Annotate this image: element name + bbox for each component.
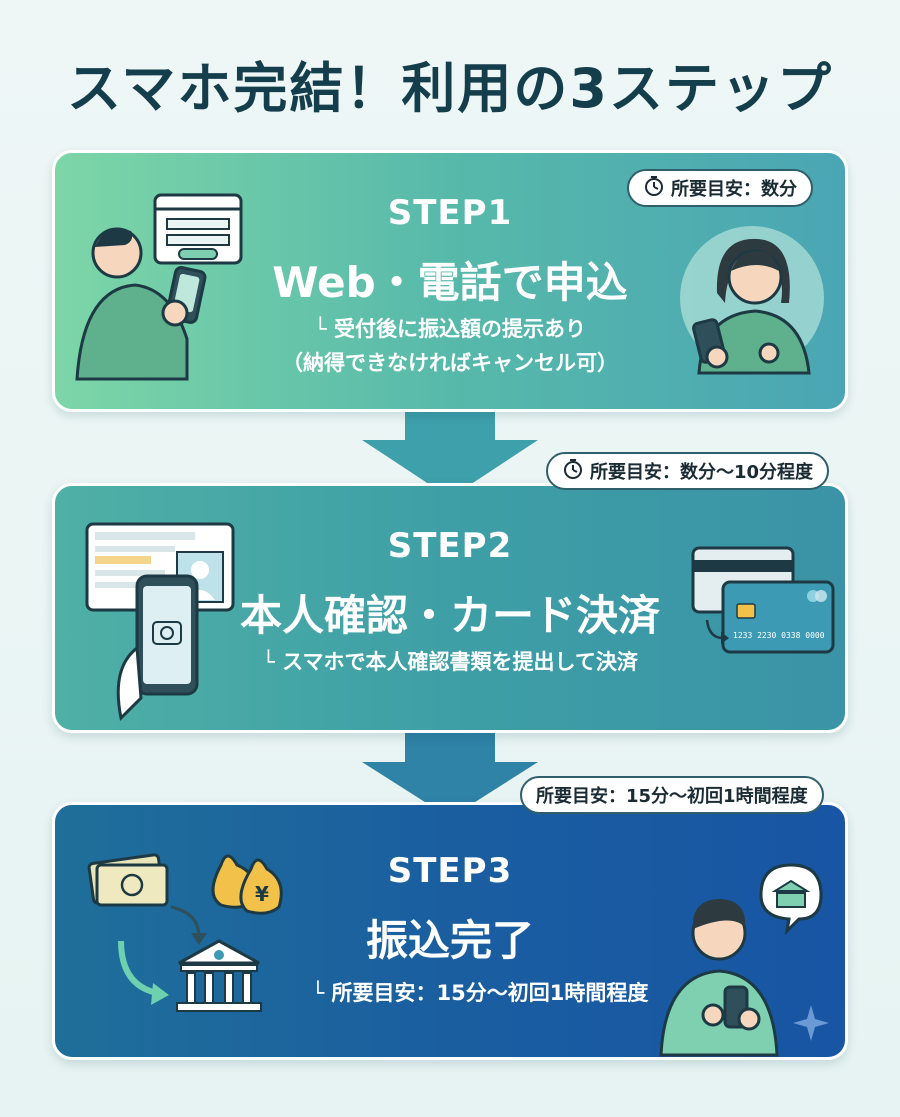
- step3-title: 振込完了: [365, 916, 534, 965]
- step1-time-badge: 所要目安：数分: [627, 169, 813, 207]
- yen-symbol: ¥: [255, 882, 269, 906]
- card-number-text: 1233 2230 0338 0000: [733, 631, 825, 640]
- step1-card: STEP1 Web・電話で申込 └ 受付後に振込額の提示あり （納得できなければ…: [52, 150, 848, 412]
- step1-note-line1: └ 受付後に振込額の提示あり: [314, 317, 586, 341]
- man-with-phone-illustration: [659, 863, 829, 1057]
- step2-badge-text: 所要目安：数分〜10分程度: [590, 462, 814, 483]
- step2-card: STEP2 本人確認・カード決済 └ スマホで本人確認書類を提出して決済 123…: [52, 483, 848, 733]
- step1-title: Web・電話で申込: [272, 258, 628, 307]
- step3-badge-text: 所要目安：15分〜初回1時間程度: [536, 786, 808, 807]
- step3-label: STEP3: [387, 851, 513, 891]
- id-card-camera-illustration: [85, 522, 235, 722]
- step2-label: STEP2: [387, 526, 513, 566]
- step3-note-line1: └ 所要目安：15分〜初回1時間程度: [311, 981, 649, 1005]
- step3-card: STEP3 振込完了 └ 所要目安：15分〜初回1時間程度 ¥: [52, 802, 848, 1060]
- step3-time-badge: 所要目安：15分〜初回1時間程度: [520, 776, 824, 814]
- step1-note-line2: （納得できなければキャンセル可）: [282, 351, 618, 375]
- step1-badge-text: 所要目安：数分: [671, 179, 797, 200]
- step2-note-line1: └ スマホで本人確認書類を提出して決済: [262, 650, 638, 674]
- step2-title: 本人確認・カード決済: [239, 591, 660, 640]
- step2-time-badge: 所要目安：数分〜10分程度: [546, 452, 830, 490]
- clock-icon: [562, 458, 584, 485]
- clock-icon: [643, 175, 665, 202]
- money-transfer-illustration: ¥: [87, 853, 283, 1012]
- person-applying-illustration: [75, 193, 243, 381]
- woman-with-phone-illustration: [680, 226, 824, 375]
- page-title: スマホ完結！利用の3ステップ: [67, 57, 833, 120]
- credit-card-illustration: 1233 2230 0338 0000: [691, 546, 835, 654]
- step1-label: STEP1: [387, 193, 513, 233]
